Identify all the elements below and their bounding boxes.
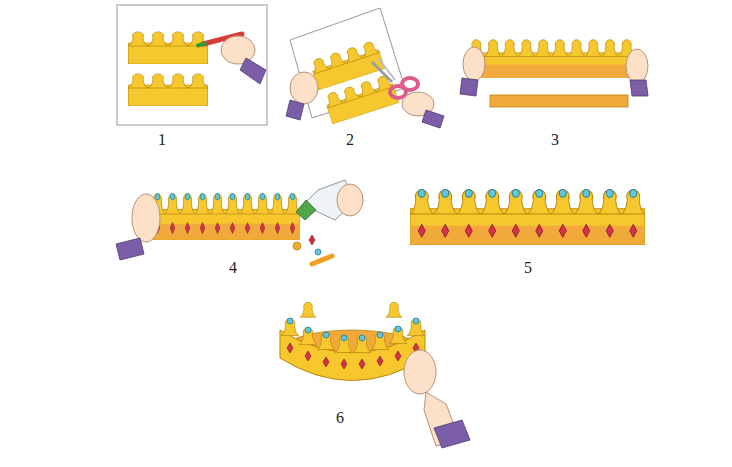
- jewelled-crown-strip: [150, 193, 300, 240]
- step-number: 4: [229, 259, 237, 277]
- glue-cap: [296, 200, 316, 220]
- crown-point: [371, 333, 389, 350]
- step-number: 6: [336, 409, 344, 427]
- red-gem: [305, 351, 311, 361]
- sleeve-cuff: [630, 80, 648, 96]
- crown-template: [128, 74, 208, 106]
- blue-gem: [359, 335, 365, 341]
- hand: [337, 184, 363, 216]
- hand: [626, 49, 648, 83]
- blue-gem: [315, 249, 321, 255]
- crayon: [312, 256, 332, 264]
- scissor-handle: [402, 78, 418, 90]
- hand: [132, 194, 160, 242]
- finished-crown-strip: [410, 189, 645, 245]
- hand: [463, 47, 485, 81]
- step-number: 2: [346, 131, 354, 149]
- blue-gem: [395, 326, 401, 332]
- red-gem: [287, 343, 293, 353]
- paper-band: [490, 95, 628, 107]
- red-gem: [377, 356, 383, 366]
- sleeve-cuff: [116, 238, 144, 260]
- crown-point: [281, 319, 299, 336]
- blue-gem: [287, 318, 293, 324]
- scissor-blade: [378, 58, 395, 80]
- sleeve-cuff: [434, 420, 470, 448]
- red-gem: [309, 235, 315, 245]
- blue-gem: [305, 327, 311, 333]
- crown-point: [335, 336, 353, 353]
- crown-point: [407, 319, 425, 336]
- red-gem: [341, 359, 347, 369]
- blue-gem: [413, 318, 419, 324]
- hand: [404, 350, 436, 394]
- blue-gem: [377, 332, 383, 338]
- pen-tip: [198, 44, 205, 46]
- sleeve-cuff: [460, 78, 478, 96]
- hand: [221, 36, 255, 64]
- hand: [290, 72, 318, 104]
- crown-point: [389, 327, 407, 344]
- paper-sheet: [117, 5, 267, 125]
- red-gem: [395, 351, 401, 361]
- crown-template: [128, 32, 208, 64]
- sleeve-cuff: [422, 110, 444, 128]
- blue-gem: [323, 332, 329, 338]
- cut-crown: [323, 74, 399, 124]
- blue-gems: [287, 318, 419, 341]
- sleeve-cuff: [240, 58, 266, 84]
- step-number: 5: [524, 259, 532, 277]
- crown-point: [386, 302, 402, 317]
- step-number: 1: [158, 131, 166, 149]
- crown-point: [317, 333, 335, 350]
- red-gem: [359, 359, 365, 369]
- sleeve-cuff: [286, 100, 304, 120]
- crown-point: [353, 336, 371, 353]
- red-gem: [323, 357, 329, 367]
- crown-point: [300, 302, 316, 317]
- crown-point: [299, 328, 317, 345]
- step-number: 3: [551, 131, 559, 149]
- sequin: [293, 242, 301, 250]
- crown-strip: [468, 40, 635, 78]
- blue-gem: [341, 335, 347, 341]
